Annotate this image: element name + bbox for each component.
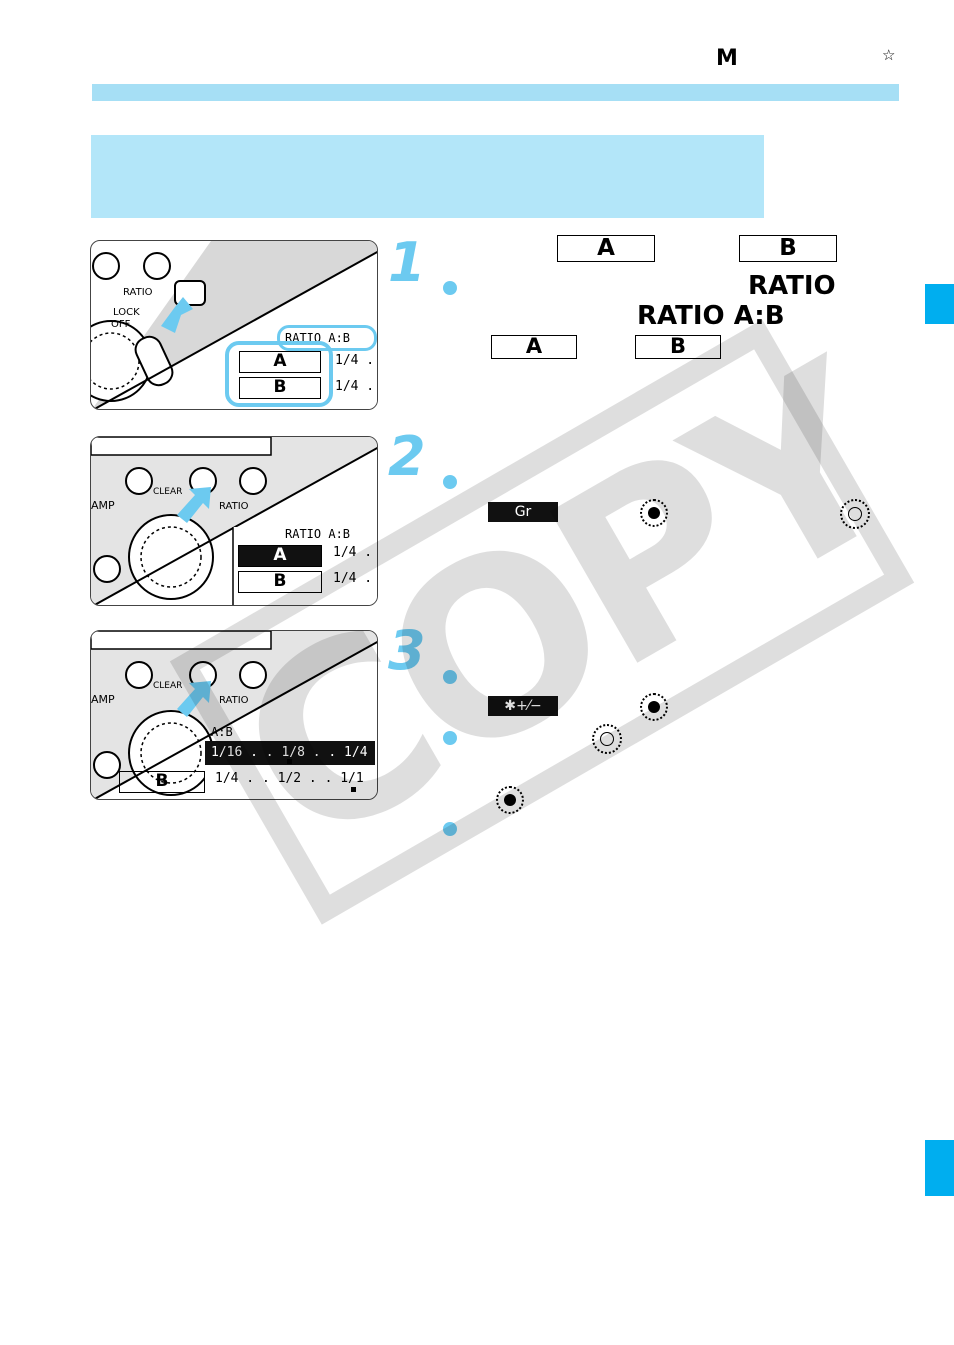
step-number-1: 1 (388, 231, 426, 294)
ratio-button-label: RATIO (219, 695, 249, 706)
ratio-button-label: RATIO (219, 501, 249, 512)
label-box-a-small: A (491, 335, 577, 359)
cursor-marker-b (351, 787, 356, 792)
bullet-dot (443, 731, 457, 745)
highlight-ab (225, 341, 333, 407)
lcd-box-b: B (238, 571, 322, 593)
clear-label: CLEAR (153, 487, 183, 497)
lcd-ab-label: A:B (211, 725, 233, 739)
lcd-a-value: 1/4 . (335, 353, 375, 368)
chapter-tab (925, 284, 954, 324)
off-label: OFF (111, 319, 131, 330)
gr-mode-badge: Gr (488, 502, 558, 522)
lcd-box-b: B (239, 377, 321, 399)
star-icon: ☆ (882, 46, 896, 64)
header-bar (92, 84, 899, 101)
flash-comp-badge: ✱+⁄− (488, 696, 558, 716)
bullet-dot (443, 670, 457, 684)
amp-label: AMP (91, 693, 115, 706)
lcd-ratio-label: RATIO A:B (285, 527, 351, 541)
ratio-ab-word: RATIO A:B (637, 301, 785, 331)
amp-label: AMP (91, 499, 115, 512)
select-dial-icon (496, 786, 524, 814)
illustration-step-2: AMP CLEAR RATIO RATIO A:B A B 1/4 . 1/4 … (90, 436, 378, 606)
bullet-dot (443, 822, 457, 836)
illustration-step-1: RATIO LOCK OFF RATIO A:B A B 1/4 . 1/4 . (90, 240, 378, 410)
bullet-dot (443, 475, 457, 489)
lcd-b-value: 1/4 . (335, 379, 375, 394)
select-dial-icon (640, 693, 668, 721)
step-number-3: 3 (388, 619, 426, 682)
lcd-a-value: 1/4 . (333, 545, 373, 560)
lcd-box-b: B (119, 771, 205, 793)
copy-watermark: COPY (169, 316, 932, 925)
step-number-2: 2 (388, 425, 426, 488)
cursor-marker-a (287, 759, 292, 764)
lcd-b-value: 1/4 . (333, 571, 373, 586)
index-tab (925, 1140, 954, 1196)
label-box-b: B (739, 235, 837, 262)
label-box-a: A (557, 235, 655, 262)
dial-outline-icon (840, 499, 870, 529)
ratio-row-b: 1/4 . . 1/2 . . 1/1 (215, 771, 364, 786)
ratio-word: RATIO (748, 271, 836, 301)
select-dial-icon (640, 499, 668, 527)
dial-outline-icon (592, 724, 622, 754)
illustration-step-3: AMP CLEAR RATIO A:B 1/16 . . 1/8 . . 1/4… (90, 630, 378, 800)
label-box-b-small: B (635, 335, 721, 359)
section-title-box (91, 135, 764, 218)
bullet-dot (443, 281, 457, 295)
lcd-box-a: A (239, 351, 321, 373)
clear-label: CLEAR (153, 681, 183, 691)
ratio-button-label: RATIO (123, 287, 153, 298)
lock-label: LOCK (113, 307, 140, 318)
lcd-box-a-selected: A (238, 545, 322, 567)
mode-letter: M (716, 46, 738, 71)
